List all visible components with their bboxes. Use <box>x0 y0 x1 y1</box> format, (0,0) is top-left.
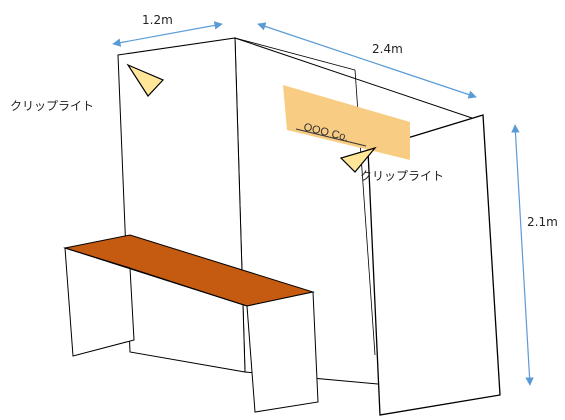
width-dimension-label: 1.2m <box>142 13 173 27</box>
double-arrow-icon <box>112 21 223 47</box>
left-wall-panel <box>117 37 246 373</box>
sign-board <box>283 85 410 160</box>
double-arrow-icon <box>257 22 477 99</box>
clip-light-icon <box>339 146 377 173</box>
table-back-edge <box>129 267 248 307</box>
clip-light-label-left: クリップライト <box>10 99 94 113</box>
table-right-leg <box>246 291 319 413</box>
clip-light-label-right: クリップライト <box>360 169 444 183</box>
double-arrow-icon <box>511 124 534 386</box>
right-front-panel <box>367 114 501 416</box>
height-dimension-label: 2.1m <box>527 215 558 229</box>
clip-light-icon <box>126 63 165 97</box>
sign-underline <box>295 128 367 147</box>
depth-dimension-label: 2.4m <box>372 42 403 56</box>
